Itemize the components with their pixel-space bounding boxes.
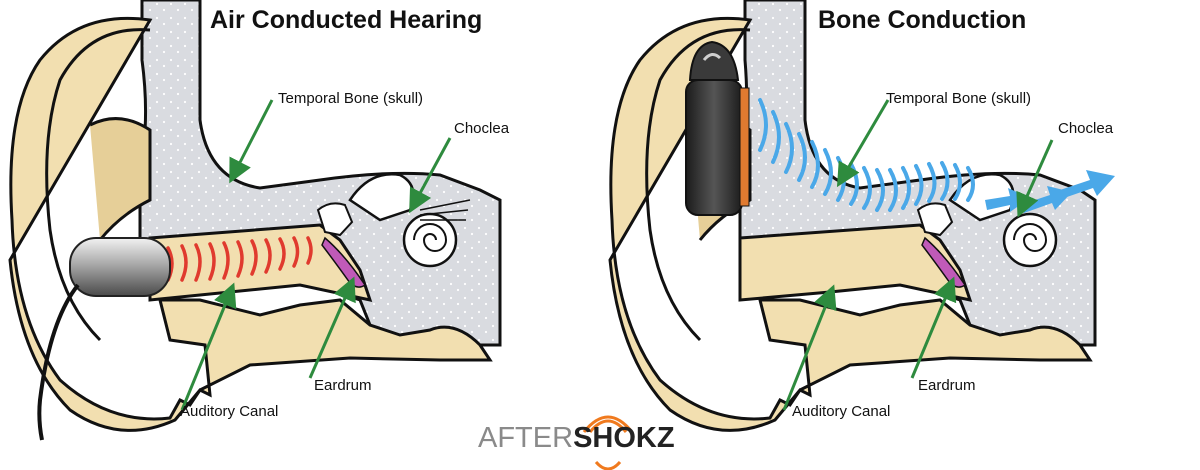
bone-waves	[758, 98, 975, 212]
label-temporal-bone-left: Temporal Bone (skull)	[278, 90, 424, 107]
label-eardrum-right: Eardrum	[918, 377, 976, 394]
title-air-conducted: Air Conducted Hearing	[210, 6, 483, 34]
label-cochlea-right: Choclea	[1058, 120, 1114, 137]
pointer-arrows-right	[782, 99, 1054, 411]
outer-ear-right	[608, 16, 1093, 432]
logo-shokz: SHOKZ	[573, 422, 675, 454]
right-panel-diagram	[608, 0, 1115, 432]
left-panel-diagram	[8, 0, 502, 441]
eardrum-left	[321, 236, 367, 288]
eardrum-right	[921, 236, 967, 288]
logo-after: AFTER	[478, 422, 574, 454]
label-cochlea-left: Choclea	[454, 120, 510, 137]
pointer-arrows-left	[180, 99, 452, 411]
label-auditory-canal-right: Auditory Canal	[792, 403, 891, 420]
label-temporal-bone-right: Temporal Bone (skull)	[886, 90, 1032, 107]
temporal-bone-right	[738, 0, 1097, 352]
label-auditory-canal-left: Auditory Canal	[180, 403, 279, 420]
logo-accent-icon	[582, 415, 634, 470]
label-eardrum-left: Eardrum	[314, 377, 372, 394]
bone-conduction-transducer	[685, 40, 750, 216]
earbud	[37, 237, 171, 441]
outer-ear-left	[8, 16, 493, 432]
title-bone-conduction: Bone Conduction	[818, 6, 1027, 34]
aftershokz-logo: AFTERSHOKZ	[478, 422, 675, 455]
ear-inner-curve-left	[45, 28, 151, 342]
temporal-bone-left	[138, 0, 502, 352]
